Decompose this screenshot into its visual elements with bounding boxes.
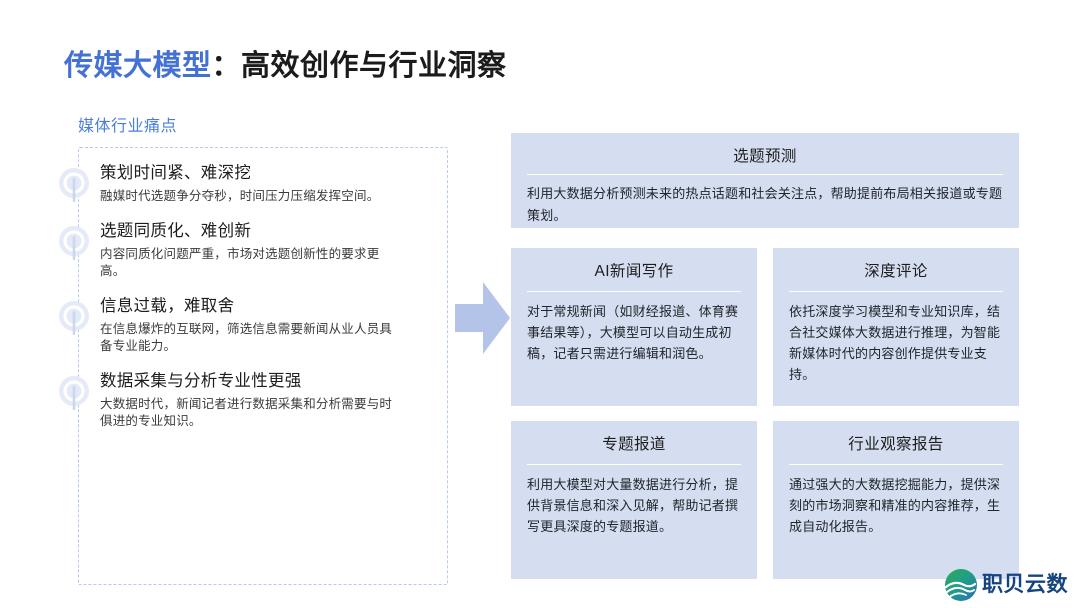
list-item-desc: 融媒时代选题争分夺秒，时间压力压缩发挥空间。 <box>100 189 380 203</box>
pin-marker-icon <box>58 301 94 337</box>
pin-marker-icon <box>58 226 94 262</box>
card-body: 利用大模型对大量数据进行分析，提供背景信息和深入见解，帮助记者撰写更具深度的专题… <box>527 477 739 534</box>
pain-points-dashed-box <box>78 147 448 585</box>
card-body: 对于常规新闻（如财经报道、体育赛事结果等），大模型可以自动生成初稿，记者只需进行… <box>527 304 739 361</box>
pin-marker-icon <box>58 376 94 412</box>
card-body: 依托深度学习模型和专业知识库，结合社交媒体大数据进行推理，为智能新媒体时代的内容… <box>789 304 1001 382</box>
card-title: AI新闻写作 <box>527 260 741 292</box>
list-item[interactable]: 策划时间紧、难深挖 融媒时代选题争分夺秒，时间压力压缩发挥空间。 <box>58 160 458 205</box>
list-item-title: 数据采集与分析专业性更强 <box>100 372 302 390</box>
page-title-highlight: 传媒大模型 <box>64 50 212 82</box>
pain-points-panel: 媒体行业痛点 <box>78 117 450 144</box>
brand-logo-text: 职贝云数 <box>982 573 1068 596</box>
card-ai-news-writing[interactable]: AI新闻写作 对于常规新闻（如财经报道、体育赛事结果等），大模型可以自动生成初稿… <box>511 248 757 406</box>
list-item-desc: 在信息爆炸的互联网，筛选信息需要新闻从业人员具备专业能力。 <box>100 322 393 353</box>
pin-marker-icon <box>58 168 94 204</box>
list-item-desc: 大数据时代，新闻记者进行数据采集和分析需要与时俱进的专业知识。 <box>100 397 393 428</box>
arrow-right-icon <box>455 282 513 354</box>
page-title-rest: ：高效创作与行业洞察 <box>211 50 507 82</box>
card-deep-commentary[interactable]: 深度评论 依托深度学习模型和专业知识库，结合社交媒体大数据进行推理，为智能新媒体… <box>773 248 1019 406</box>
page-title: 传媒大模型：高效创作与行业洞察 <box>64 42 507 84</box>
list-item-title: 信息过载，难取舍 <box>100 297 235 315</box>
card-featured[interactable]: 选题预测 利用大数据分析预测未来的热点话题和社会关注点，帮助提前布局相关报道或专… <box>511 133 1019 228</box>
list-item-title: 选题同质化、难创新 <box>100 222 252 240</box>
card-industry-observation-report[interactable]: 行业观察报告 通过强大的大数据挖掘能力，提供深刻的市场洞察和精准的内容推荐，生成… <box>773 421 1019 579</box>
list-item[interactable]: 数据采集与分析专业性更强 大数据时代，新闻记者进行数据采集和分析需要与时俱进的专… <box>58 368 458 430</box>
card-special-report[interactable]: 专题报道 利用大模型对大量数据进行分析，提供背景信息和深入见解，帮助记者撰写更具… <box>511 421 757 579</box>
card-title: 专题报道 <box>527 433 741 465</box>
list-item[interactable]: 选题同质化、难创新 内容同质化问题严重，市场对选题创新性的要求更高。 <box>58 218 458 280</box>
wave-globe-logo-icon <box>944 568 978 602</box>
pain-points-heading: 媒体行业痛点 <box>78 118 178 135</box>
card-title: 深度评论 <box>789 260 1003 292</box>
card-body: 通过强大的大数据挖掘能力，提供深刻的市场洞察和精准的内容推荐，生成自动化报告。 <box>789 477 1001 534</box>
brand-logo: 职贝云数 <box>944 568 1068 602</box>
list-item-title: 策划时间紧、难深挖 <box>100 164 252 182</box>
card-title: 行业观察报告 <box>789 433 1003 465</box>
pain-points-list: 策划时间紧、难深挖 融媒时代选题争分夺秒，时间压力压缩发挥空间。 选题同质化、难… <box>58 160 458 443</box>
card-title: 选题预测 <box>527 145 1003 175</box>
list-item-desc: 内容同质化问题严重，市场对选题创新性的要求更高。 <box>100 247 380 278</box>
list-item[interactable]: 信息过载，难取舍 在信息爆炸的互联网，筛选信息需要新闻从业人员具备专业能力。 <box>58 293 458 355</box>
card-body: 利用大数据分析预测未来的热点话题和社会关注点，帮助提前布局相关报道或专题策划。 <box>527 186 1003 223</box>
